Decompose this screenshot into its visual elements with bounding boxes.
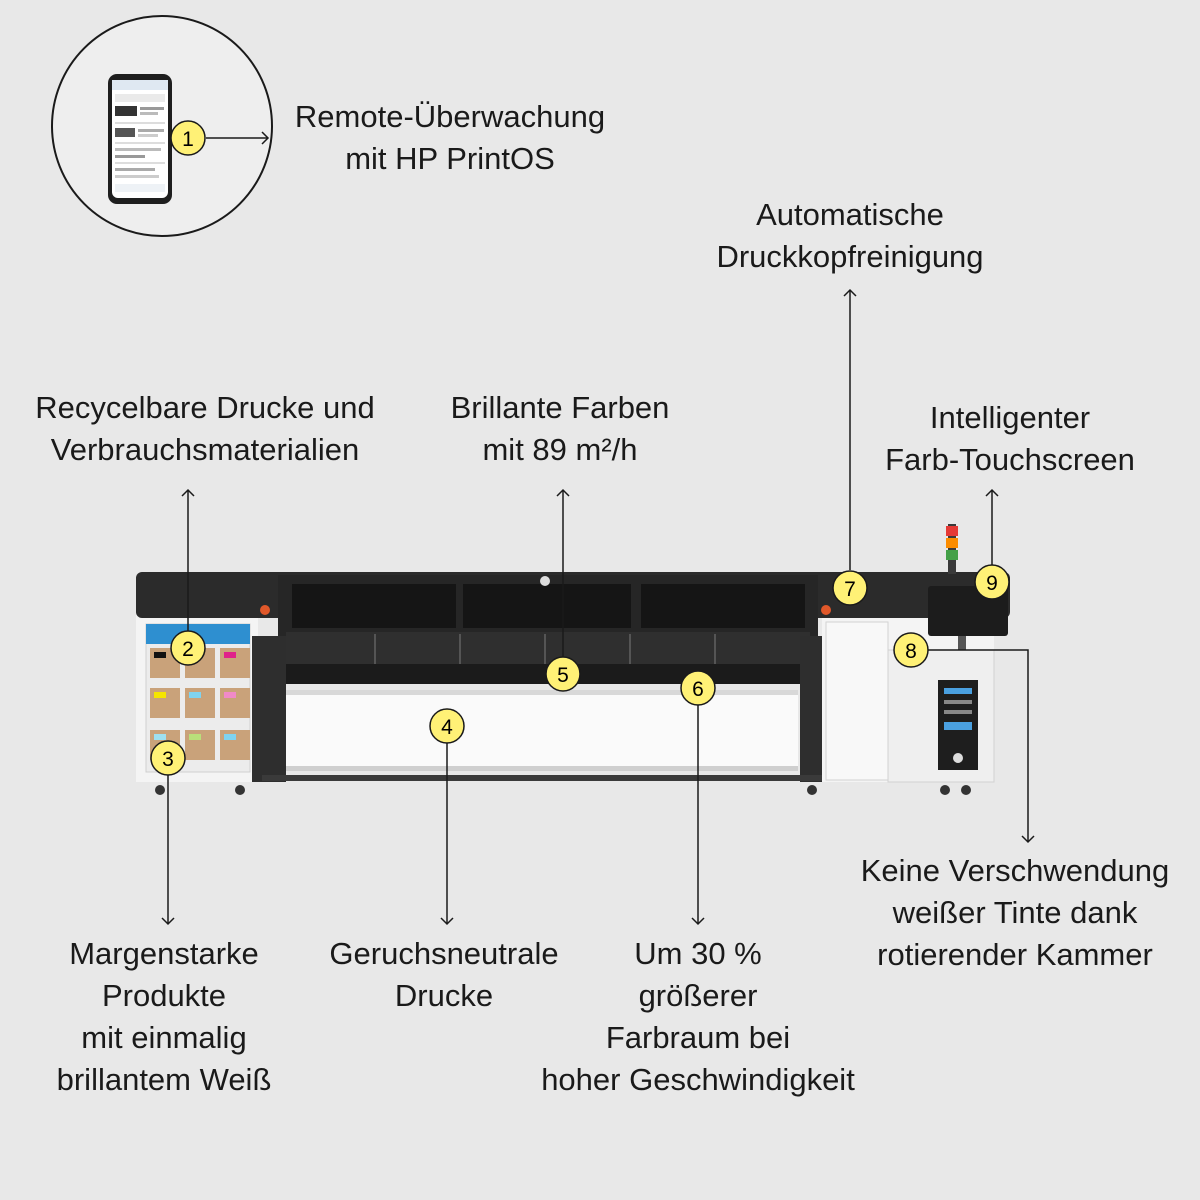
badge-3: 3 — [150, 740, 186, 776]
badge-number: 9 — [986, 572, 998, 595]
badge-number: 3 — [162, 748, 174, 771]
badge-number: 5 — [557, 664, 569, 687]
leader-lines — [161, 131, 1035, 926]
badge-number: 2 — [182, 638, 194, 661]
feature-label-5: Brillante Farben mit 89 m²/h — [450, 390, 670, 467]
feature-label-4: Geruchsneutrale Drucke — [329, 936, 559, 1013]
badge-6: 6 — [680, 670, 716, 706]
badge-9: 9 — [974, 564, 1010, 600]
badge-7: 7 — [832, 570, 868, 606]
badge-4: 4 — [429, 708, 465, 744]
badges: 1 2 3 4 5 6 7 — [150, 120, 1010, 776]
badge-2: 2 — [170, 630, 206, 666]
feature-label-1: Remote-Überwachung mit HP PrintOS — [294, 99, 606, 176]
badge-number: 1 — [182, 128, 194, 151]
feature-label-7: Automatische Druckkopfreinigung — [716, 197, 984, 274]
feature-label-6: Um 30 % größerer Farbraum bei hoher Gesc… — [541, 936, 855, 1097]
phone-inset — [51, 15, 273, 237]
feature-label-3: Margenstarke Produkte mit einmalig brill… — [56, 936, 272, 1097]
badge-number: 4 — [441, 716, 453, 739]
feature-label-9: Intelligenter Farb-Touchscreen — [885, 400, 1135, 477]
badge-number: 8 — [905, 640, 917, 663]
feature-label-2: Recycelbare Drucke und Verbrauchsmateria… — [35, 390, 375, 467]
badge-5: 5 — [545, 656, 581, 692]
badge-1: 1 — [170, 120, 206, 156]
badge-number: 6 — [692, 678, 704, 701]
badge-8: 8 — [893, 632, 929, 668]
badge-number: 7 — [844, 578, 856, 601]
feature-label-8: Keine Verschwendung weißer Tinte dank ro… — [860, 853, 1170, 972]
